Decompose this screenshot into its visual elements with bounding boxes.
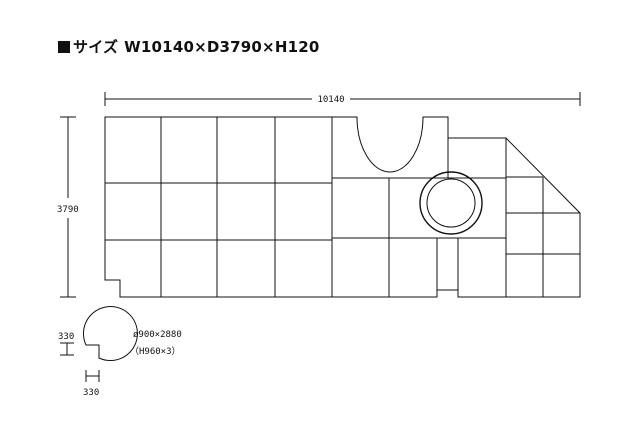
arc-spec-line1: ø900×2880 (133, 330, 182, 340)
title-label: サイズ (73, 38, 119, 56)
width-label: 10140 (317, 95, 344, 105)
round-fixture (419, 171, 483, 235)
width-dimension-line (104, 92, 581, 106)
arc-spec-line2: （H960×3） (130, 346, 181, 357)
arc-tile-sample (82, 306, 138, 362)
title-square-marker (58, 41, 70, 53)
title-dimensions: W10140×D3790×H120 (124, 38, 320, 56)
arc-offset-dimension (60, 342, 74, 356)
depth-dimension-line (60, 116, 76, 298)
arc-width-label: 330 (83, 388, 99, 398)
floor-outline (104, 116, 581, 298)
tile-grid (105, 117, 580, 297)
depth-label: 3790 (57, 205, 79, 215)
arc-offset-label: 330 (58, 332, 74, 342)
arc-width-dimension (85, 370, 100, 382)
page-title: サイズ W10140×D3790×H120 (58, 36, 320, 57)
